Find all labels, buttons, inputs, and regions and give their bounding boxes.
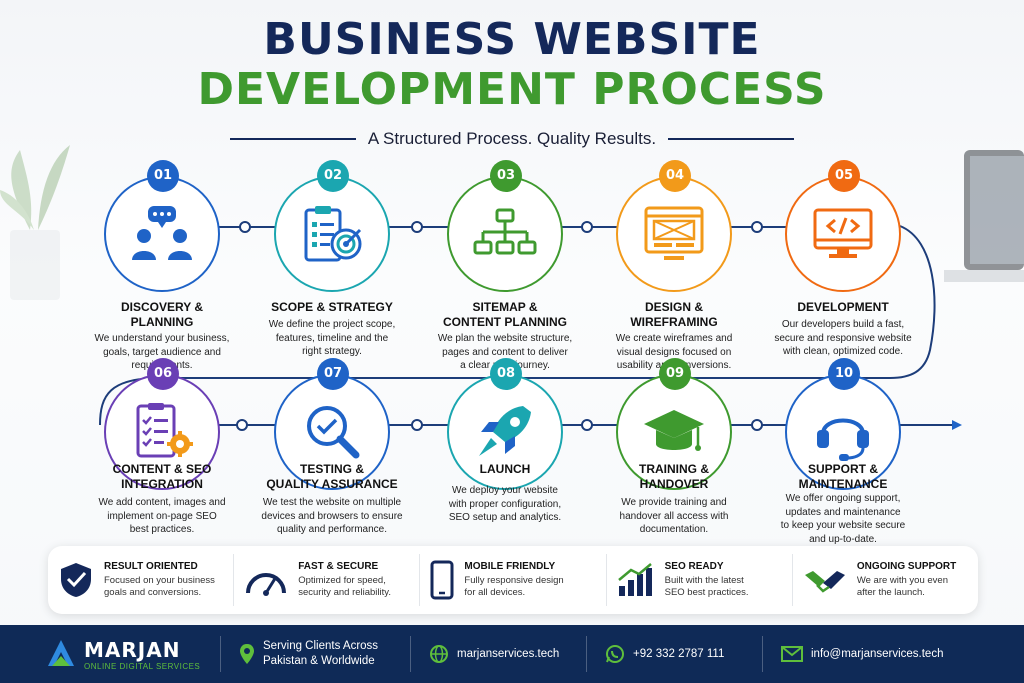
feature-seo-ready: SEO READY Built with the latest SEO best… <box>607 554 793 606</box>
feature-description: Focused on your business goals and conve… <box>104 575 215 598</box>
subtitle: A Structured Process. Quality Results. <box>367 129 657 148</box>
laptop-decoration-icon <box>944 150 1024 282</box>
feature-description: We are with you even after the launch. <box>856 575 948 598</box>
step-number-badge: 10 <box>828 358 860 390</box>
step-number-badge: 06 <box>147 358 179 390</box>
page-title-line2: DEVELOPMENT PROCESS <box>197 64 827 115</box>
feature-result-oriented: RESULT ORIENTED Focused on your business… <box>48 554 235 606</box>
smartphone-icon <box>430 560 454 600</box>
plant-decoration-icon <box>0 145 70 300</box>
page-title-line1: BUSINESS WEBSITE <box>263 14 761 65</box>
subtitle-divider-right <box>668 138 795 140</box>
feature-title: FAST & SECURE <box>298 561 379 572</box>
step-title: TRAINING & HANDOVER <box>639 462 709 491</box>
location-pin-icon <box>240 644 254 664</box>
step-title: SCOPE & STRATEGY <box>271 300 393 314</box>
connector-dot <box>411 419 423 431</box>
mail-icon <box>781 646 803 662</box>
step-title: LAUNCH <box>479 462 531 476</box>
step-description: We add content, images and implement on-… <box>98 497 226 535</box>
subtitle-row: A Structured Process. Quality Results. <box>230 127 795 151</box>
feature-fast-secure: FAST & SECURE Optimized for speed, secur… <box>234 554 421 606</box>
sitemap-icon <box>473 208 537 255</box>
connector-dot <box>581 419 593 431</box>
brand-logo: MARJAN ONLINE DIGITAL SERVICES <box>0 638 220 671</box>
shield-check-icon <box>61 563 91 597</box>
connector-dot <box>411 221 423 233</box>
connector-dot <box>751 221 763 233</box>
step-circle <box>785 176 901 292</box>
step-title: SUPPORT & MAINTENANCE <box>798 462 888 491</box>
growth-chart-icon <box>617 563 652 596</box>
users-chat-icon <box>132 206 192 260</box>
step-number-badge: 04 <box>659 160 691 192</box>
step-title: SITEMAP & CONTENT PLANNING <box>443 300 567 329</box>
step-description: We define the project scope, features, t… <box>268 319 396 357</box>
footer-location: Serving Clients Across Pakistan & Worldw… <box>220 636 410 672</box>
connector-dot <box>239 221 251 233</box>
feature-title: MOBILE FRIENDLY <box>464 561 556 572</box>
wireframe-icon <box>644 206 704 260</box>
footer-email[interactable]: info@marjanservices.tech <box>762 636 962 672</box>
whatsapp-icon <box>606 645 624 663</box>
step-title: TESTING & QUALITY ASSURANCE <box>266 462 398 491</box>
step-title: DESIGN & WIREFRAMING <box>630 300 718 329</box>
step-title: DISCOVERY & PLANNING <box>120 300 204 329</box>
marjan-logo-icon <box>48 640 74 666</box>
footer-phone[interactable]: +92 332 2787 111 <box>586 636 762 672</box>
globe-icon <box>430 645 448 663</box>
step-circle <box>616 176 732 292</box>
brand-tagline: ONLINE DIGITAL SERVICES <box>84 661 201 671</box>
brand-name: MARJAN <box>84 637 181 662</box>
step-description: We provide training and handover all acc… <box>619 497 729 535</box>
magnifier-check-icon <box>307 406 360 459</box>
rocket-icon <box>479 406 531 456</box>
handshake-icon <box>804 571 845 593</box>
headset-icon <box>817 418 869 461</box>
step-number-badge: 05 <box>828 160 860 192</box>
step-number-badge: 08 <box>490 358 522 390</box>
features-bar: RESULT ORIENTED Focused on your business… <box>48 546 978 614</box>
connector-dot <box>236 419 248 431</box>
feature-title: SEO READY <box>664 561 724 572</box>
step-title: CONTENT & SEO INTEGRATION <box>112 462 212 491</box>
speedometer-icon <box>246 573 287 596</box>
step-circle <box>274 374 390 490</box>
step-description: We test the website on multiple devices … <box>261 497 403 535</box>
footer: MARJAN ONLINE DIGITAL SERVICES Serving C… <box>0 625 1024 683</box>
step-number-badge: 01 <box>147 160 179 192</box>
footer-website[interactable]: marjanservices.tech <box>410 636 586 672</box>
step-description: We offer ongoing support, updates and ma… <box>780 493 906 545</box>
connector-dot <box>751 419 763 431</box>
feature-title: ONGOING SUPPORT <box>856 561 957 572</box>
feature-mobile-friendly: MOBILE FRIENDLY Fully responsive design … <box>420 554 607 606</box>
checklist-gear-icon <box>136 403 193 458</box>
step-description: We deploy your website with proper confi… <box>448 485 562 523</box>
step-number-badge: 02 <box>317 160 349 192</box>
step-description: Our developers build a fast, secure and … <box>774 319 912 357</box>
connector-dot <box>581 221 593 233</box>
feature-description: Fully responsive design for all devices. <box>464 575 564 598</box>
step-title: DEVELOPMENT <box>797 300 889 314</box>
feature-description: Optimized for speed, security and reliab… <box>298 575 391 598</box>
step-number-badge: 09 <box>659 358 691 390</box>
clipboard-target-icon <box>304 206 362 262</box>
graduation-cap-icon <box>644 410 704 451</box>
feature-description: Built with the latest SEO best practices… <box>664 575 749 598</box>
step-circle <box>785 374 901 490</box>
feature-ongoing-support: ONGOING SUPPORT We are with you even aft… <box>793 554 978 606</box>
feature-title: RESULT ORIENTED <box>104 561 198 572</box>
subtitle-divider-left <box>230 138 356 140</box>
step-number-badge: 07 <box>317 358 349 390</box>
code-monitor-icon <box>813 208 873 258</box>
step-number-badge: 03 <box>490 160 522 192</box>
